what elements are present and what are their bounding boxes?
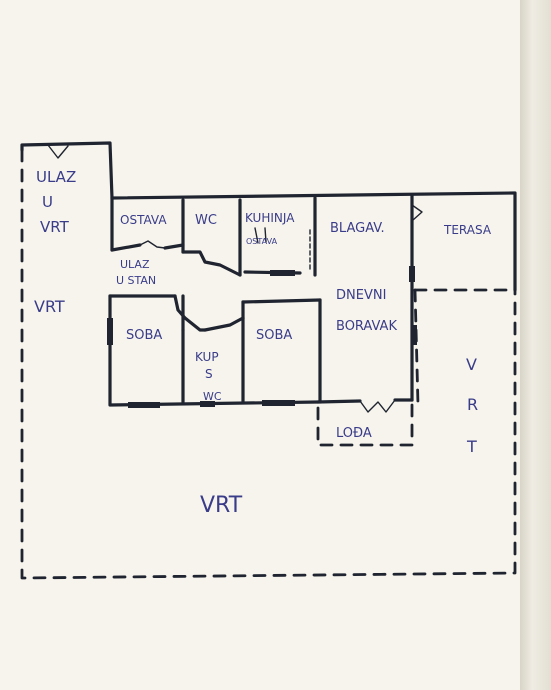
door-marks bbox=[139, 204, 423, 413]
label-vrt-right-3: T bbox=[466, 437, 477, 456]
label-wc: WC bbox=[195, 213, 217, 228]
windows bbox=[107, 266, 417, 408]
label-vrt-bottom: VRT bbox=[200, 493, 243, 518]
label-boravak: BORAVAK bbox=[336, 319, 397, 334]
label-terasa: TERASA bbox=[443, 223, 492, 237]
label-vrt-right-2: R bbox=[467, 395, 478, 414]
label-ulaz-u-stan-2: U STAN bbox=[116, 274, 156, 287]
label-kup-3: WC bbox=[203, 390, 222, 403]
label-loda: LOĐA bbox=[336, 426, 372, 441]
label-blagav: BLAGAV. bbox=[330, 221, 385, 236]
paper-edge bbox=[520, 0, 551, 690]
label-ulaz-u-vrt-2: U bbox=[42, 193, 53, 211]
garden-boundary bbox=[20, 148, 517, 580]
label-kuhinja-ostava: OSTAVA bbox=[246, 237, 278, 246]
label-vrt-left: VRT bbox=[34, 297, 65, 316]
label-vrt-right-1: V bbox=[466, 355, 477, 374]
label-kup-1: KUP bbox=[195, 350, 219, 364]
label-ostava: OSTAVA bbox=[120, 213, 167, 227]
house-walls bbox=[108, 191, 517, 407]
label-kuhinja: KUHINJA bbox=[245, 211, 295, 225]
room-labels: ULAZ U VRT VRT OSTAVA WC KUHINJA OSTAVA … bbox=[34, 168, 492, 518]
label-dnevni: DNEVNI bbox=[336, 288, 386, 303]
label-soba-mid: SOBA bbox=[256, 328, 292, 343]
garden-entrance-walls bbox=[20, 141, 114, 200]
loggia-outline bbox=[316, 400, 414, 447]
label-soba-left: SOBA bbox=[126, 328, 162, 343]
label-ulaz-u-vrt-3: VRT bbox=[40, 218, 70, 236]
label-kup-2: S bbox=[205, 367, 213, 381]
label-ulaz-u-vrt-1: ULAZ bbox=[36, 168, 76, 186]
label-ulaz-u-stan-1: ULAZ bbox=[120, 258, 150, 271]
